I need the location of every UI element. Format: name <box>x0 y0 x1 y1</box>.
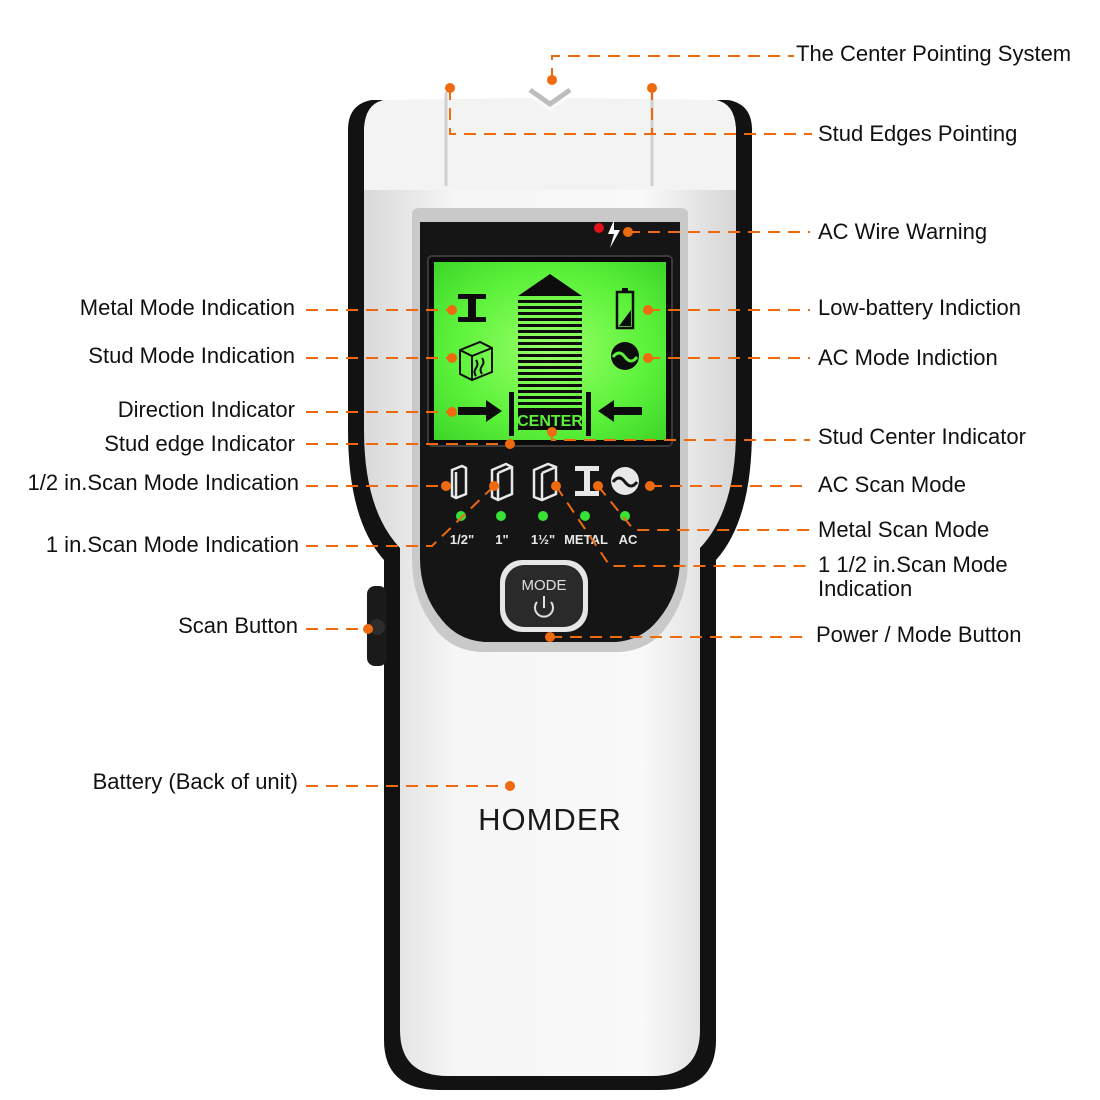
label-stud-mode-ind: Stud Mode Indication <box>88 343 295 368</box>
lcd-signal-bar <box>518 300 582 303</box>
ac-warning-led <box>594 223 604 233</box>
ac-mode-icon <box>611 467 639 495</box>
lcd-signal-bar <box>518 372 582 375</box>
lcd-metal-icon <box>458 294 486 322</box>
lcd-stud-icon <box>459 340 493 382</box>
lcd-center-text: CENTER <box>517 413 583 430</box>
lcd-signal-bar <box>518 384 582 387</box>
mode-label-half: 1/2" <box>450 532 474 547</box>
label-ac-scan-mode: AC Scan Mode <box>818 472 966 497</box>
label-battery: Battery (Back of unit) <box>92 769 298 794</box>
mode-leds <box>456 511 630 521</box>
lcd-signal-bars <box>518 300 582 405</box>
metal-mode-icon <box>575 466 599 496</box>
lcd-signal-bar <box>518 354 582 357</box>
label-metal-mode-ind: Metal Mode Indication <box>79 295 295 320</box>
lcd-signal-bar <box>518 366 582 369</box>
mode-label-ac: AC <box>619 532 638 547</box>
mode-button-label: MODE <box>522 577 567 594</box>
lcd-signal-bar <box>518 396 582 399</box>
lcd-signal-bar <box>518 348 582 351</box>
lcd-arrow-left-icon <box>598 400 642 422</box>
one-half-inch-mode-icon <box>532 462 558 502</box>
lcd-battery-icon <box>615 288 635 330</box>
top-cap <box>364 98 736 190</box>
lcd-signal-bar <box>518 402 582 405</box>
label-metal-scan-mode: Metal Scan Mode <box>818 517 990 542</box>
lcd-signal-bar <box>518 312 582 315</box>
lcd-edge-bar-right <box>586 392 591 436</box>
label-stud-center-ind: Stud Center Indicator <box>818 424 1026 449</box>
label-scan-button: Scan Button <box>178 613 298 638</box>
lcd-ac-icon <box>611 342 639 370</box>
brand-logo: HOMDER <box>478 802 622 837</box>
center-notch-icon <box>528 87 572 108</box>
lcd-signal-bar <box>518 336 582 339</box>
side-scan-button-cap <box>369 619 385 635</box>
mode-label-metal: METAL <box>564 532 608 547</box>
lcd-signal-bar <box>518 324 582 327</box>
lcd-signal-bar <box>518 378 582 381</box>
label-one-in-scan: 1 in.Scan Mode Indication <box>45 532 299 557</box>
callout-dots <box>363 75 657 791</box>
lcd-up-triangle-icon <box>518 274 582 296</box>
lcd-signal-bar <box>518 318 582 321</box>
label-half-in-scan: 1/2 in.Scan Mode Indication <box>27 470 299 495</box>
label-ac-mode-ind: AC Mode Indiction <box>818 345 998 370</box>
lcd-signal-bar <box>518 330 582 333</box>
label-stud-edge-ind: Stud edge Indicator <box>104 431 295 456</box>
label-one-half-in-scan-line2: Indication <box>818 576 913 601</box>
mode-label-one-half: 1½" <box>531 532 555 547</box>
lightning-icon <box>608 220 620 248</box>
lcd-signal-bar <box>518 360 582 363</box>
label-power-mode-button: Power / Mode Button <box>816 622 1022 647</box>
lcd-edge-bar-left <box>509 392 514 436</box>
mode-power-button[interactable]: MODE <box>500 560 588 632</box>
power-icon <box>534 596 554 618</box>
label-one-half-in-scan-line1: 1 1/2 in.Scan Mode <box>818 552 1008 577</box>
label-stud-edges: Stud Edges Pointing <box>818 121 1018 146</box>
lcd-center-box <box>518 408 582 430</box>
lcd-signal-bar <box>518 306 582 309</box>
lcd-signal-bar <box>518 390 582 393</box>
lcd-arrow-right-icon <box>458 400 502 422</box>
lcd-signal-bar <box>518 342 582 345</box>
label-low-battery: Low-battery Indiction <box>818 295 1021 320</box>
label-ac-wire-warning: AC Wire Warning <box>818 219 988 244</box>
mode-label-one: 1" <box>495 532 508 547</box>
label-center-pointing: The Center Pointing System <box>796 41 1072 66</box>
half-inch-mode-icon <box>450 464 468 500</box>
label-direction-ind: Direction Indicator <box>117 397 295 422</box>
